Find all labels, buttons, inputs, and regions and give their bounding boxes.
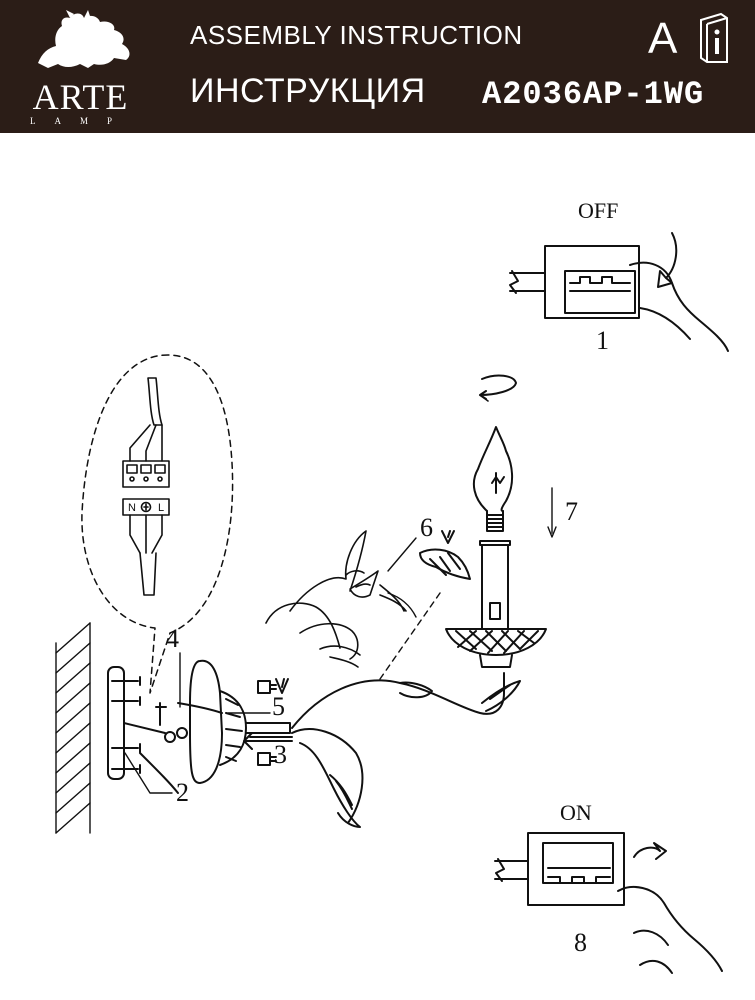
lamp-arm [291, 672, 521, 828]
wall-hatch [55, 622, 91, 834]
terminal-label-l: L [158, 502, 164, 514]
step-number-4: 4 [166, 624, 179, 653]
rotate-arrow [479, 374, 517, 400]
title-russian: ИНСТРУКЦИЯ [190, 72, 426, 110]
terminal-block-diagram [122, 377, 170, 596]
step-number-1: 1 [596, 326, 609, 355]
decorative-leaves [265, 530, 407, 668]
power-cable [387, 592, 417, 618]
title-english: ASSEMBLY INSTRUCTION [190, 20, 523, 50]
brand-logo: ARTE LAMP [18, 8, 143, 126]
language-letter: A [648, 14, 678, 63]
griffin-logo-icon [38, 10, 130, 68]
brand-name: ARTE [32, 77, 129, 117]
step-number-3: 3 [274, 740, 287, 769]
book-info-icon [700, 12, 728, 63]
switch-off-illustration [509, 232, 729, 352]
leader-line-6 [387, 537, 417, 572]
switch-on-illustration [494, 832, 723, 974]
header-banner: ARTE LAMP ASSEMBLY INSTRUCTION ИНСТРУКЦИ… [0, 0, 755, 133]
step-number-5: 5 [272, 692, 285, 721]
wiring-detail-callout [81, 354, 234, 694]
mounting-bracket [107, 666, 188, 794]
model-number: A2036AP-1WG [482, 76, 705, 113]
canopy [177, 659, 291, 784]
arrow-step-7 [547, 487, 557, 538]
switch-off-label: OFF [578, 198, 619, 223]
candle-cup [379, 530, 471, 680]
step-number-7: 7 [565, 497, 578, 526]
switch-on-label: ON [560, 800, 592, 825]
step-number-6: 6 [420, 513, 433, 542]
assembly-drawing: N L [55, 232, 729, 974]
terminal-label-n: N [128, 502, 136, 514]
step-number-8: 8 [574, 928, 587, 957]
screws [257, 678, 289, 766]
step-number-2: 2 [176, 778, 189, 807]
brand-subtitle: LAMP [29, 116, 131, 126]
leader-line-2 [124, 752, 173, 794]
arrow-step-3 [243, 732, 293, 750]
bobeche [445, 628, 547, 668]
candle-bulb [472, 426, 513, 532]
candle-sleeve [479, 540, 511, 630]
